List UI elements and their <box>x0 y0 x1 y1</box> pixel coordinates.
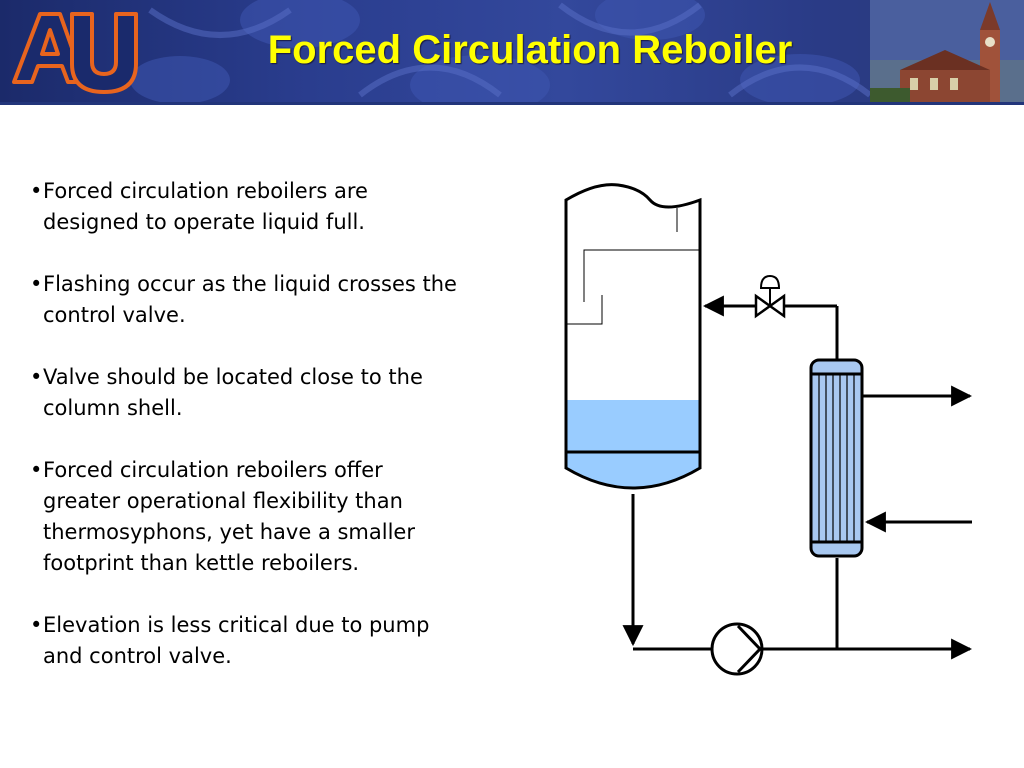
heat-exchanger <box>809 358 864 558</box>
bullet-marker: • <box>30 458 43 482</box>
bullet-marker: • <box>30 272 43 296</box>
bullet-item: • Forced circulation reboilers offer gre… <box>30 455 460 579</box>
bullet-text: Valve should be located close to the col… <box>43 365 423 420</box>
distillation-column <box>564 183 702 490</box>
bullet-list: • Forced circulation reboilers are desig… <box>30 176 460 703</box>
column-liquid <box>566 400 700 452</box>
bullet-marker: • <box>30 365 43 389</box>
bullet-marker: • <box>30 613 43 637</box>
bullet-text: Forced circulation reboilers are designe… <box>43 179 368 234</box>
bullet-text: Elevation is less critical due to pump a… <box>43 613 430 668</box>
control-valve-icon <box>754 274 786 319</box>
column-bottom-liquid <box>566 452 700 488</box>
reboiler-diagram <box>564 183 973 676</box>
bullet-item: • Flashing occur as the liquid crosses t… <box>30 269 460 331</box>
bullet-item: • Valve should be located close to the c… <box>30 362 460 424</box>
bullet-text: Flashing occur as the liquid crosses the… <box>43 272 457 327</box>
bullet-text: Forced circulation reboilers offer great… <box>43 458 415 575</box>
page-title: Forced Circulation Reboiler <box>267 28 793 72</box>
bullet-item: • Elevation is less critical due to pump… <box>30 610 460 672</box>
banner-pattern <box>130 0 872 102</box>
banner-divider <box>0 102 1024 105</box>
clock-tower-image <box>870 0 1024 102</box>
pump-icon <box>710 622 764 676</box>
header-banner: Forced Circulation Reboiler <box>0 0 1024 102</box>
au-logo <box>12 12 138 94</box>
bullet-item: • Forced circulation reboilers are desig… <box>30 176 460 238</box>
bullet-marker: • <box>30 179 43 203</box>
